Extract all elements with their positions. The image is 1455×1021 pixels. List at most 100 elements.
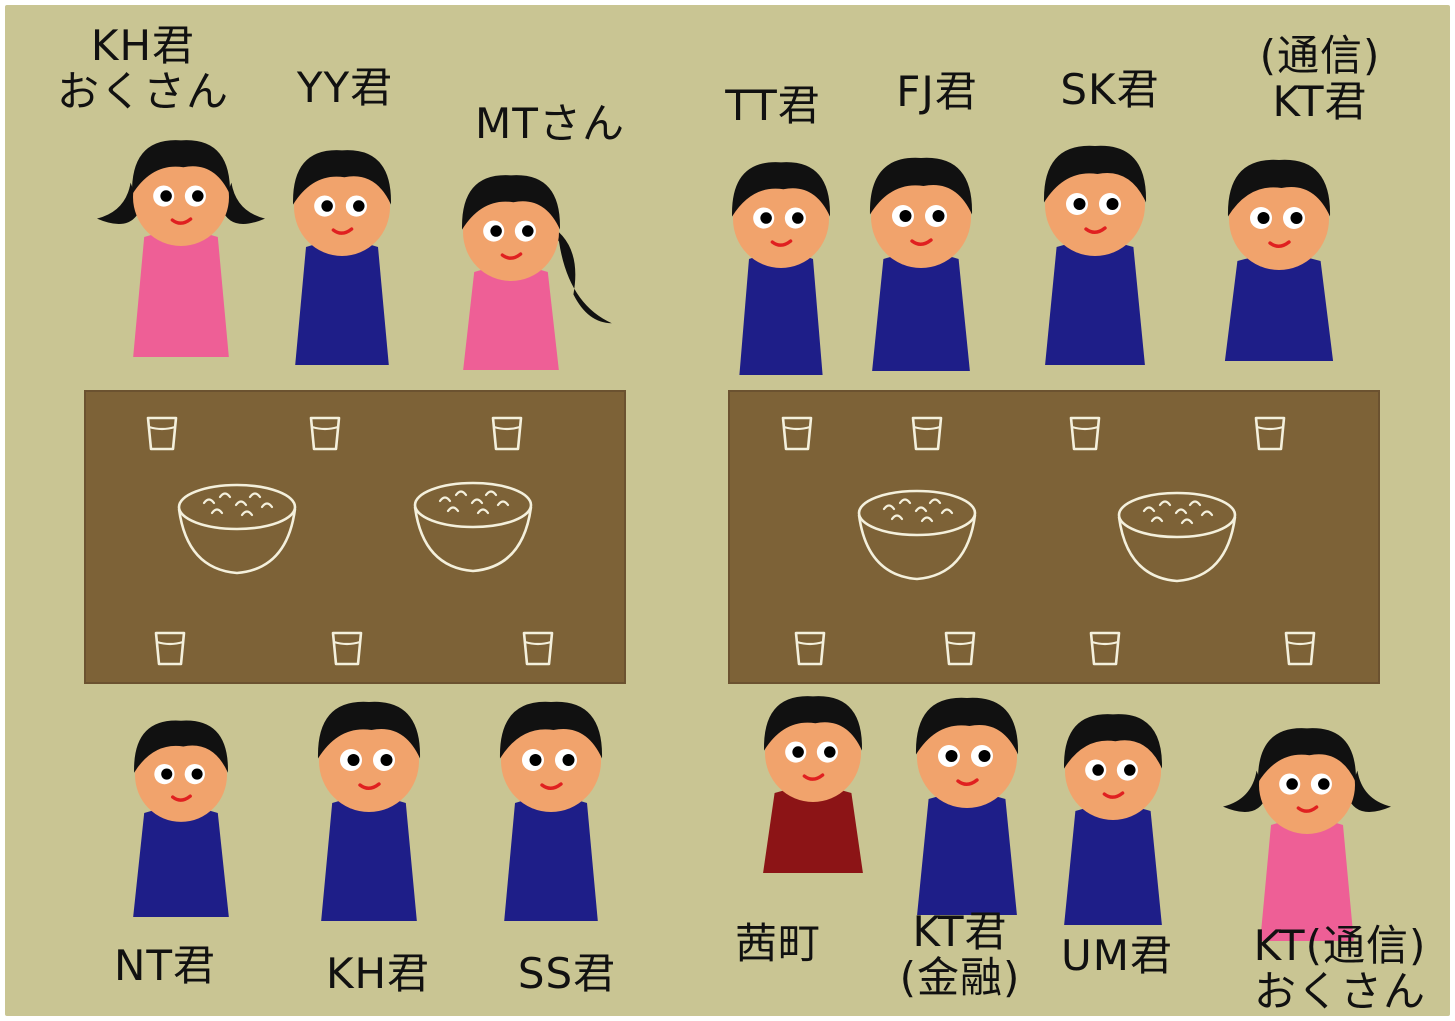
food-piece <box>446 506 460 513</box>
person-p3 <box>462 175 612 370</box>
shirt <box>917 793 1017 915</box>
label-line: YY君 <box>296 63 394 112</box>
head <box>1229 168 1329 270</box>
eye-pupil <box>792 746 804 758</box>
label-p13: UM君 <box>1061 933 1173 979</box>
bowl-rim <box>177 483 297 531</box>
shirt <box>1045 241 1145 365</box>
cup-rim <box>333 640 361 646</box>
shirt <box>1224 255 1334 361</box>
shirt <box>872 253 970 371</box>
food-bowl-icon <box>413 481 533 573</box>
label-p1: KH君 おくさん <box>57 23 229 115</box>
food-piece <box>240 510 254 517</box>
shirt <box>1260 819 1354 941</box>
cup-icon <box>1089 631 1121 666</box>
mouth <box>358 782 381 790</box>
label-line: おくさん <box>1253 967 1426 1016</box>
mouth <box>1296 805 1319 813</box>
label-line: おくさん <box>56 67 230 116</box>
label-p8: NT君 <box>114 943 216 989</box>
food-piece <box>898 498 912 505</box>
cup-outline <box>154 631 186 666</box>
head <box>133 148 229 246</box>
label-line: KT(通信) <box>1253 921 1427 970</box>
seating-chart-drawing: KH君 おくさん YY君 MTさん TT君 FJ君 SK君 (通信) KT君 N… <box>5 5 1450 1016</box>
food-piece <box>260 502 274 509</box>
mouth <box>1268 240 1291 248</box>
food-piece <box>234 500 248 507</box>
eye-pupil <box>562 754 575 766</box>
cup-icon <box>781 416 813 451</box>
hair-flip-right <box>1347 770 1391 812</box>
eye-pupil <box>490 225 502 237</box>
label-line: FJ君 <box>896 67 978 116</box>
label-line: (金融) <box>899 953 1021 1002</box>
cup-outline <box>944 631 976 666</box>
food-piece <box>1180 518 1194 525</box>
label-line: TT君 <box>725 81 821 130</box>
cup-rim <box>783 425 811 431</box>
food-bowl-icon <box>857 489 977 581</box>
label-p4: TT君 <box>725 83 821 129</box>
food-piece <box>476 508 490 515</box>
bowl-body <box>1117 516 1237 583</box>
label-line: KT君 <box>912 907 1008 956</box>
person-p9 <box>317 701 421 921</box>
person-p4 <box>732 162 830 375</box>
person-p6 <box>1043 145 1147 365</box>
label-line: NT君 <box>113 941 217 990</box>
food-piece <box>1200 510 1214 517</box>
head <box>871 166 971 268</box>
mouth <box>170 217 193 225</box>
eye-pupil <box>347 754 360 766</box>
food-piece <box>470 498 484 505</box>
hair <box>317 701 421 759</box>
head <box>135 728 227 822</box>
eye-pupil <box>529 754 542 766</box>
bowl-body <box>177 508 297 575</box>
eye-pupil <box>353 200 365 212</box>
person-p5 <box>869 157 973 371</box>
food-piece <box>890 514 904 521</box>
food-piece <box>928 498 942 505</box>
eye-pupil <box>191 768 203 780</box>
label-p9: KH君 <box>326 951 430 997</box>
table-top <box>84 390 626 684</box>
shirt <box>295 241 389 365</box>
cup-icon <box>146 416 178 451</box>
bowl-rim <box>413 481 533 529</box>
mouth <box>770 239 793 247</box>
label-p14: KT(通信) おくさん <box>1254 923 1427 1015</box>
eye-pupil <box>160 190 172 202</box>
shirt <box>1064 805 1162 925</box>
cup-outline <box>911 416 943 451</box>
head <box>1045 154 1145 256</box>
table-top <box>728 390 1380 684</box>
hair <box>764 696 862 751</box>
mouth <box>1084 226 1107 234</box>
shirt <box>504 797 598 921</box>
cup-outline <box>1069 416 1101 451</box>
label-p2: YY君 <box>297 65 393 111</box>
hair <box>915 697 1019 755</box>
cup-icon <box>154 631 186 666</box>
bowl-rim <box>1117 491 1237 539</box>
person-p1 <box>97 140 265 357</box>
eye-pupil <box>1124 764 1136 776</box>
food-piece <box>438 496 452 503</box>
cup-outline <box>522 631 554 666</box>
eye-pupil <box>161 768 173 780</box>
head <box>765 704 861 802</box>
label-p10: SS君 <box>518 951 616 997</box>
hair <box>462 175 560 230</box>
eye-pupil <box>1092 764 1104 776</box>
label-p11: 茜町 <box>735 921 821 967</box>
cup-icon <box>309 416 341 451</box>
cup-outline <box>1284 631 1316 666</box>
person-p11 <box>763 696 863 873</box>
hair <box>869 157 973 215</box>
cup-rim <box>156 640 184 646</box>
cup-outline <box>781 416 813 451</box>
food-piece <box>248 492 262 499</box>
